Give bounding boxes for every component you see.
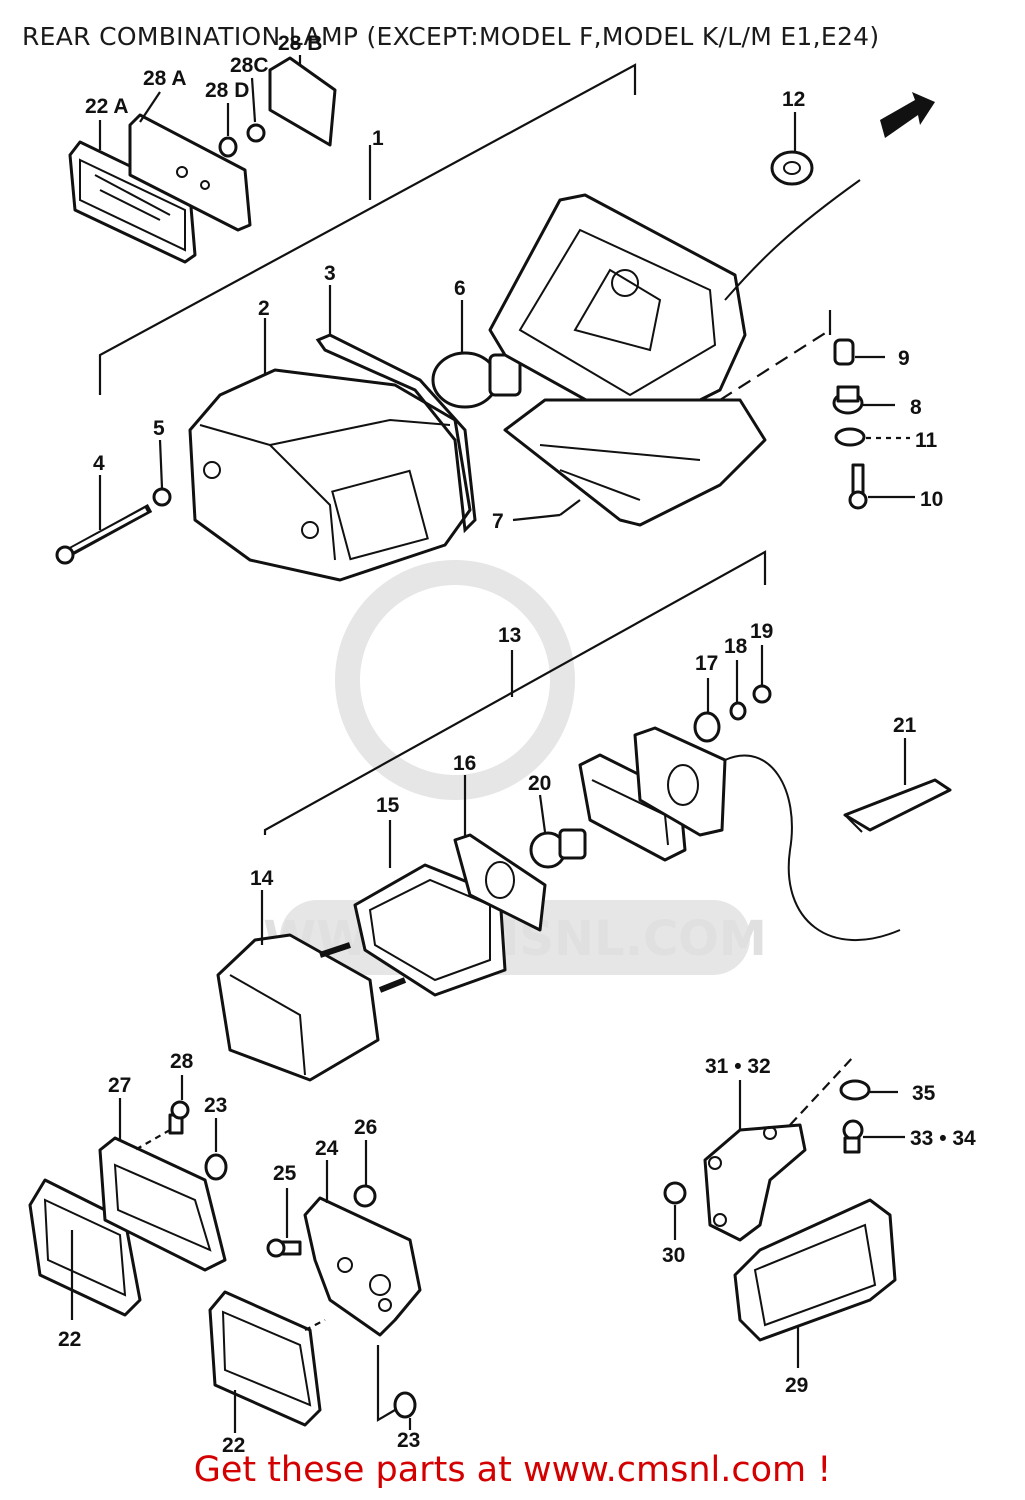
nut-5	[152, 439, 172, 507]
callout-2: 2	[258, 297, 270, 320]
gasket-16	[453, 775, 547, 932]
assembly-bracket-1	[98, 63, 637, 395]
reflector-base-27	[98, 1098, 227, 1272]
bracket-plate-24	[303, 1160, 422, 1337]
callout-28d: 28 D	[205, 79, 249, 102]
callout-35: 35	[912, 1082, 936, 1105]
callout-31-32: 31 • 32	[705, 1055, 771, 1078]
callout-13: 13	[498, 624, 521, 647]
callout-5: 5	[153, 417, 165, 440]
lens-reflector-22a	[68, 120, 197, 264]
callout-23-upper: 23	[204, 1094, 227, 1117]
callout-3: 3	[324, 262, 336, 285]
lamp-base-housing	[488, 179, 861, 432]
callout-22-left: 22	[58, 1328, 81, 1351]
callout-22-bottom: 22	[222, 1434, 245, 1457]
callout-labels: 1 2 3 4 5 6 7 8 9 10 11 12 13 14 15 16 1…	[58, 32, 976, 1457]
nut-23-upper	[204, 1118, 228, 1181]
callout-20: 20	[528, 772, 551, 795]
callout-22a: 22 A	[85, 95, 129, 118]
nut-19	[752, 645, 772, 704]
pad-28b	[268, 55, 337, 147]
footer-cta-link[interactable]: Get these parts at www.cmsnl.com !	[193, 1450, 832, 1490]
callout-28a: 28 A	[143, 67, 187, 90]
grommet-12	[770, 112, 814, 186]
callout-15: 15	[376, 794, 400, 817]
diagram-title: REAR COMBINATION LAMP (EXCEPT:MODEL F,MO…	[22, 22, 880, 51]
clamp-21	[843, 738, 952, 833]
callout-17: 17	[695, 652, 718, 675]
grommet-17	[693, 678, 721, 743]
nut-28c	[246, 77, 266, 143]
callout-25: 25	[273, 1162, 297, 1185]
callout-4: 4	[93, 452, 105, 475]
gasket-3	[315, 285, 477, 534]
screw-4	[55, 475, 153, 565]
bulb-6	[431, 300, 522, 409]
callout-28: 28	[170, 1050, 194, 1073]
callout-28b: 28 B	[278, 32, 322, 55]
screw-28	[134, 1075, 190, 1151]
grommet-9	[833, 338, 885, 366]
reflector-29	[733, 1198, 897, 1368]
screw-25	[266, 1188, 302, 1258]
nut-23-lower	[376, 1345, 417, 1430]
washer-35	[839, 1079, 898, 1101]
washer-18	[729, 660, 747, 721]
callout-26: 26	[354, 1116, 377, 1139]
callout-19: 19	[750, 620, 773, 643]
watermark-logo: WWW.CMSNL.COM	[263, 560, 767, 975]
callout-1: 1	[372, 127, 384, 150]
socket-plate	[633, 726, 901, 941]
reflector-22-bottom	[208, 1290, 326, 1433]
callout-10: 10	[920, 488, 943, 511]
bracket-plate-7	[503, 398, 767, 527]
callout-9: 9	[898, 347, 910, 370]
callout-14: 14	[250, 867, 274, 890]
bolt-33-34	[842, 1119, 905, 1154]
assembly-bracket-13	[263, 550, 767, 835]
callout-16: 16	[453, 752, 476, 775]
bulb-20	[529, 794, 587, 869]
reflector-plate-28a	[128, 91, 252, 232]
callout-21: 21	[893, 714, 917, 737]
screw-pair	[319, 942, 407, 993]
front-arrow-icon	[880, 92, 935, 138]
callout-8: 8	[910, 396, 922, 419]
nut-26	[353, 1140, 377, 1208]
tail-lens-2	[188, 318, 472, 582]
callout-24: 24	[315, 1137, 339, 1160]
callout-11: 11	[915, 429, 938, 452]
watermark-text: WWW.CMSNL.COM	[263, 911, 767, 967]
lamp-frame-15	[353, 820, 507, 997]
washer-11	[834, 427, 910, 447]
nut-30	[663, 1181, 687, 1240]
washer-28d	[218, 103, 238, 158]
collar-8	[832, 385, 895, 415]
callout-28c: 28C	[230, 54, 269, 77]
callout-30: 30	[662, 1244, 685, 1267]
bolt-10	[848, 463, 915, 510]
callout-12: 12	[782, 88, 805, 111]
license-lens-14	[216, 890, 380, 1082]
callout-29: 29	[785, 1374, 808, 1397]
callout-7: 7	[492, 510, 504, 533]
callout-23-lower: 23	[397, 1429, 420, 1452]
callout-6: 6	[454, 277, 466, 300]
callout-18: 18	[724, 635, 748, 658]
callout-33-34: 33 • 34	[910, 1127, 976, 1150]
bracket-31-32	[703, 1054, 856, 1242]
callout-27: 27	[108, 1074, 131, 1097]
